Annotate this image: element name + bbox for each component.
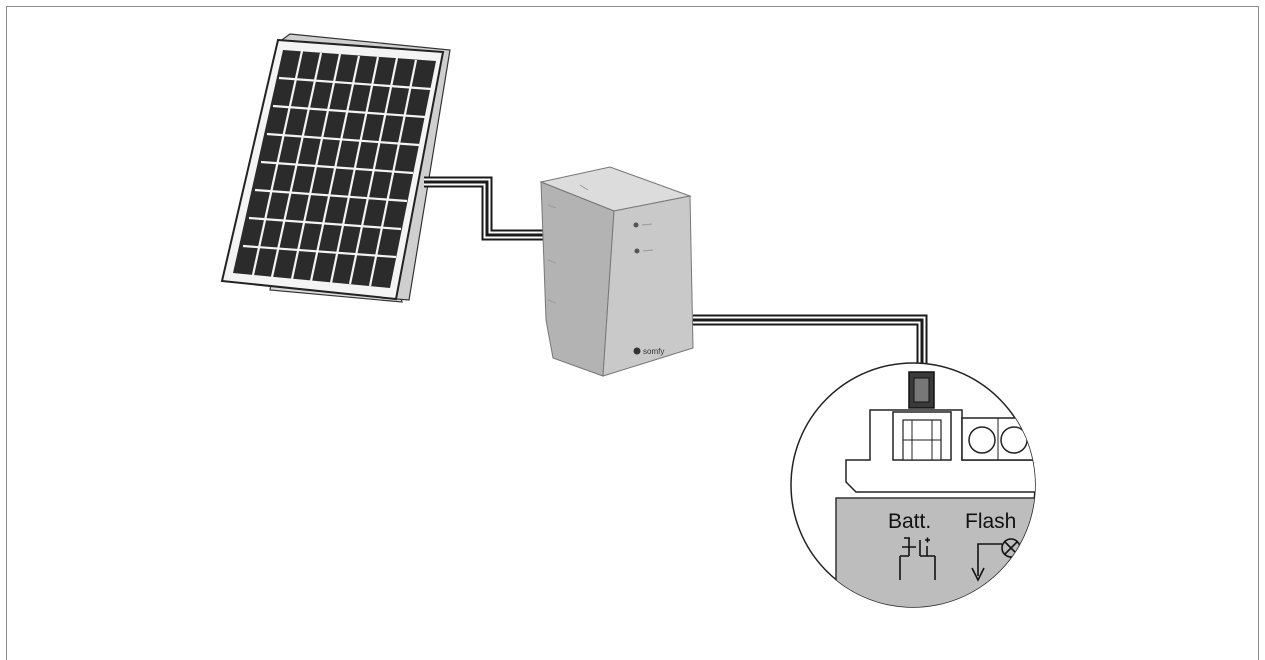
diagram-frame [6, 6, 1259, 660]
box-front [602, 195, 694, 377]
flash-label: Flash [965, 510, 1016, 533]
solar-panel [220, 33, 451, 303]
panel-grid [242, 50, 432, 287]
battery-label: Batt. [888, 510, 931, 533]
battery-symbol-icon [899, 537, 936, 580]
box-side [540, 181, 615, 377]
somfy-logo: somfy [633, 347, 664, 356]
terminal-detail: Batt. Flash [790, 362, 1036, 608]
terminal-plate [835, 497, 1035, 607]
box-ribs [547, 184, 589, 304]
led-indicator-2 [634, 248, 640, 254]
screw-terminal-1 [968, 426, 996, 454]
terminal-cable [693, 314, 928, 380]
control-box: somfy [539, 166, 694, 377]
led-indicator-1 [633, 222, 639, 228]
panel-cable [424, 176, 544, 241]
logo-text: somfy [643, 347, 664, 356]
